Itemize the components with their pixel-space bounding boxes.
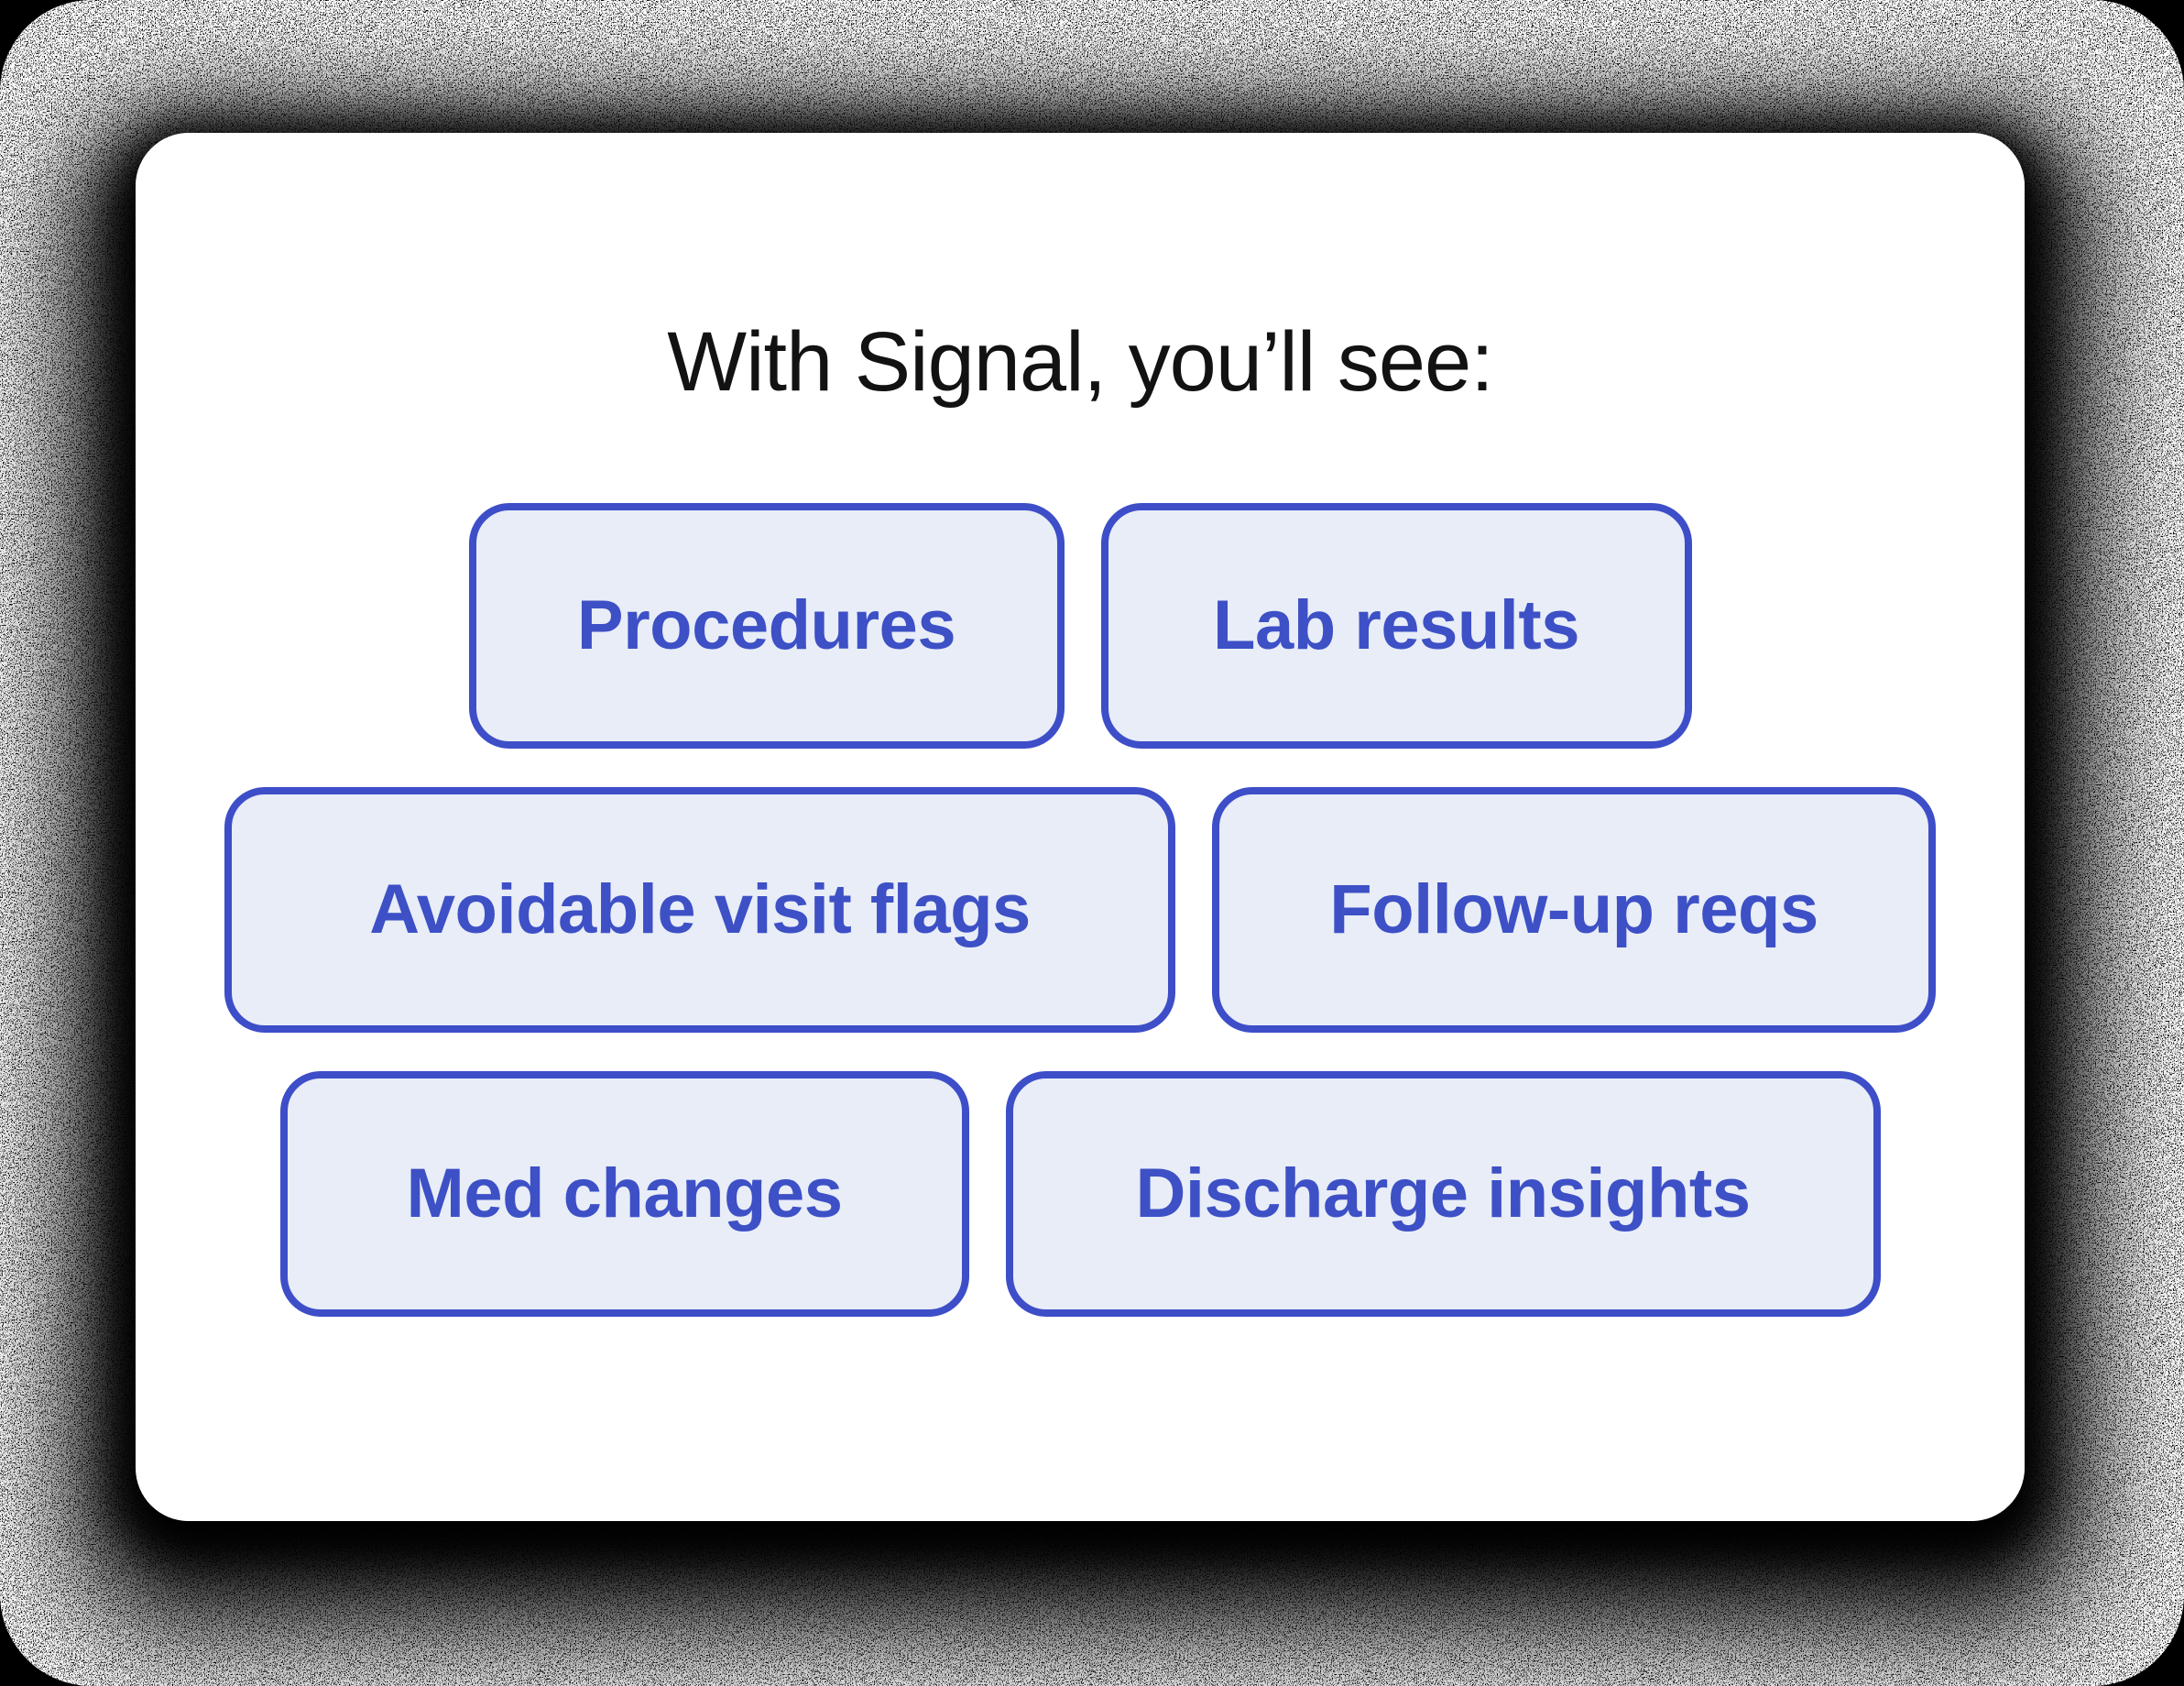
chip-label: Med changes [406, 1155, 843, 1233]
chip-lab-results: Lab results [1100, 502, 1692, 749]
chip-follow-up-reqs: Follow-up reqs [1212, 786, 1936, 1033]
chip-grid: Procedures Lab results Avoidable visit f… [224, 502, 1936, 1317]
chip-row-1: Procedures Lab results [468, 502, 1692, 749]
chip-discharge-insights: Discharge insights [1005, 1070, 1881, 1317]
chip-row-3: Med changes Discharge insights [279, 1070, 1881, 1317]
chip-label: Discharge insights [1135, 1155, 1751, 1233]
chip-row-2: Avoidable visit flags Follow-up reqs [224, 786, 1936, 1033]
chip-label: Avoidable visit flags [369, 870, 1031, 949]
chip-label: Lab results [1213, 586, 1579, 665]
chip-label: Follow-up reqs [1329, 870, 1818, 949]
card: With Signal, you’ll see: Procedures Lab … [136, 133, 2025, 1521]
chip-avoidable-visit-flags: Avoidable visit flags [224, 786, 1175, 1033]
chip-med-changes: Med changes [279, 1070, 969, 1317]
page-title: With Signal, you’ll see: [667, 315, 1494, 409]
chip-label: Procedures [576, 586, 956, 665]
chip-procedures: Procedures [468, 502, 1065, 749]
